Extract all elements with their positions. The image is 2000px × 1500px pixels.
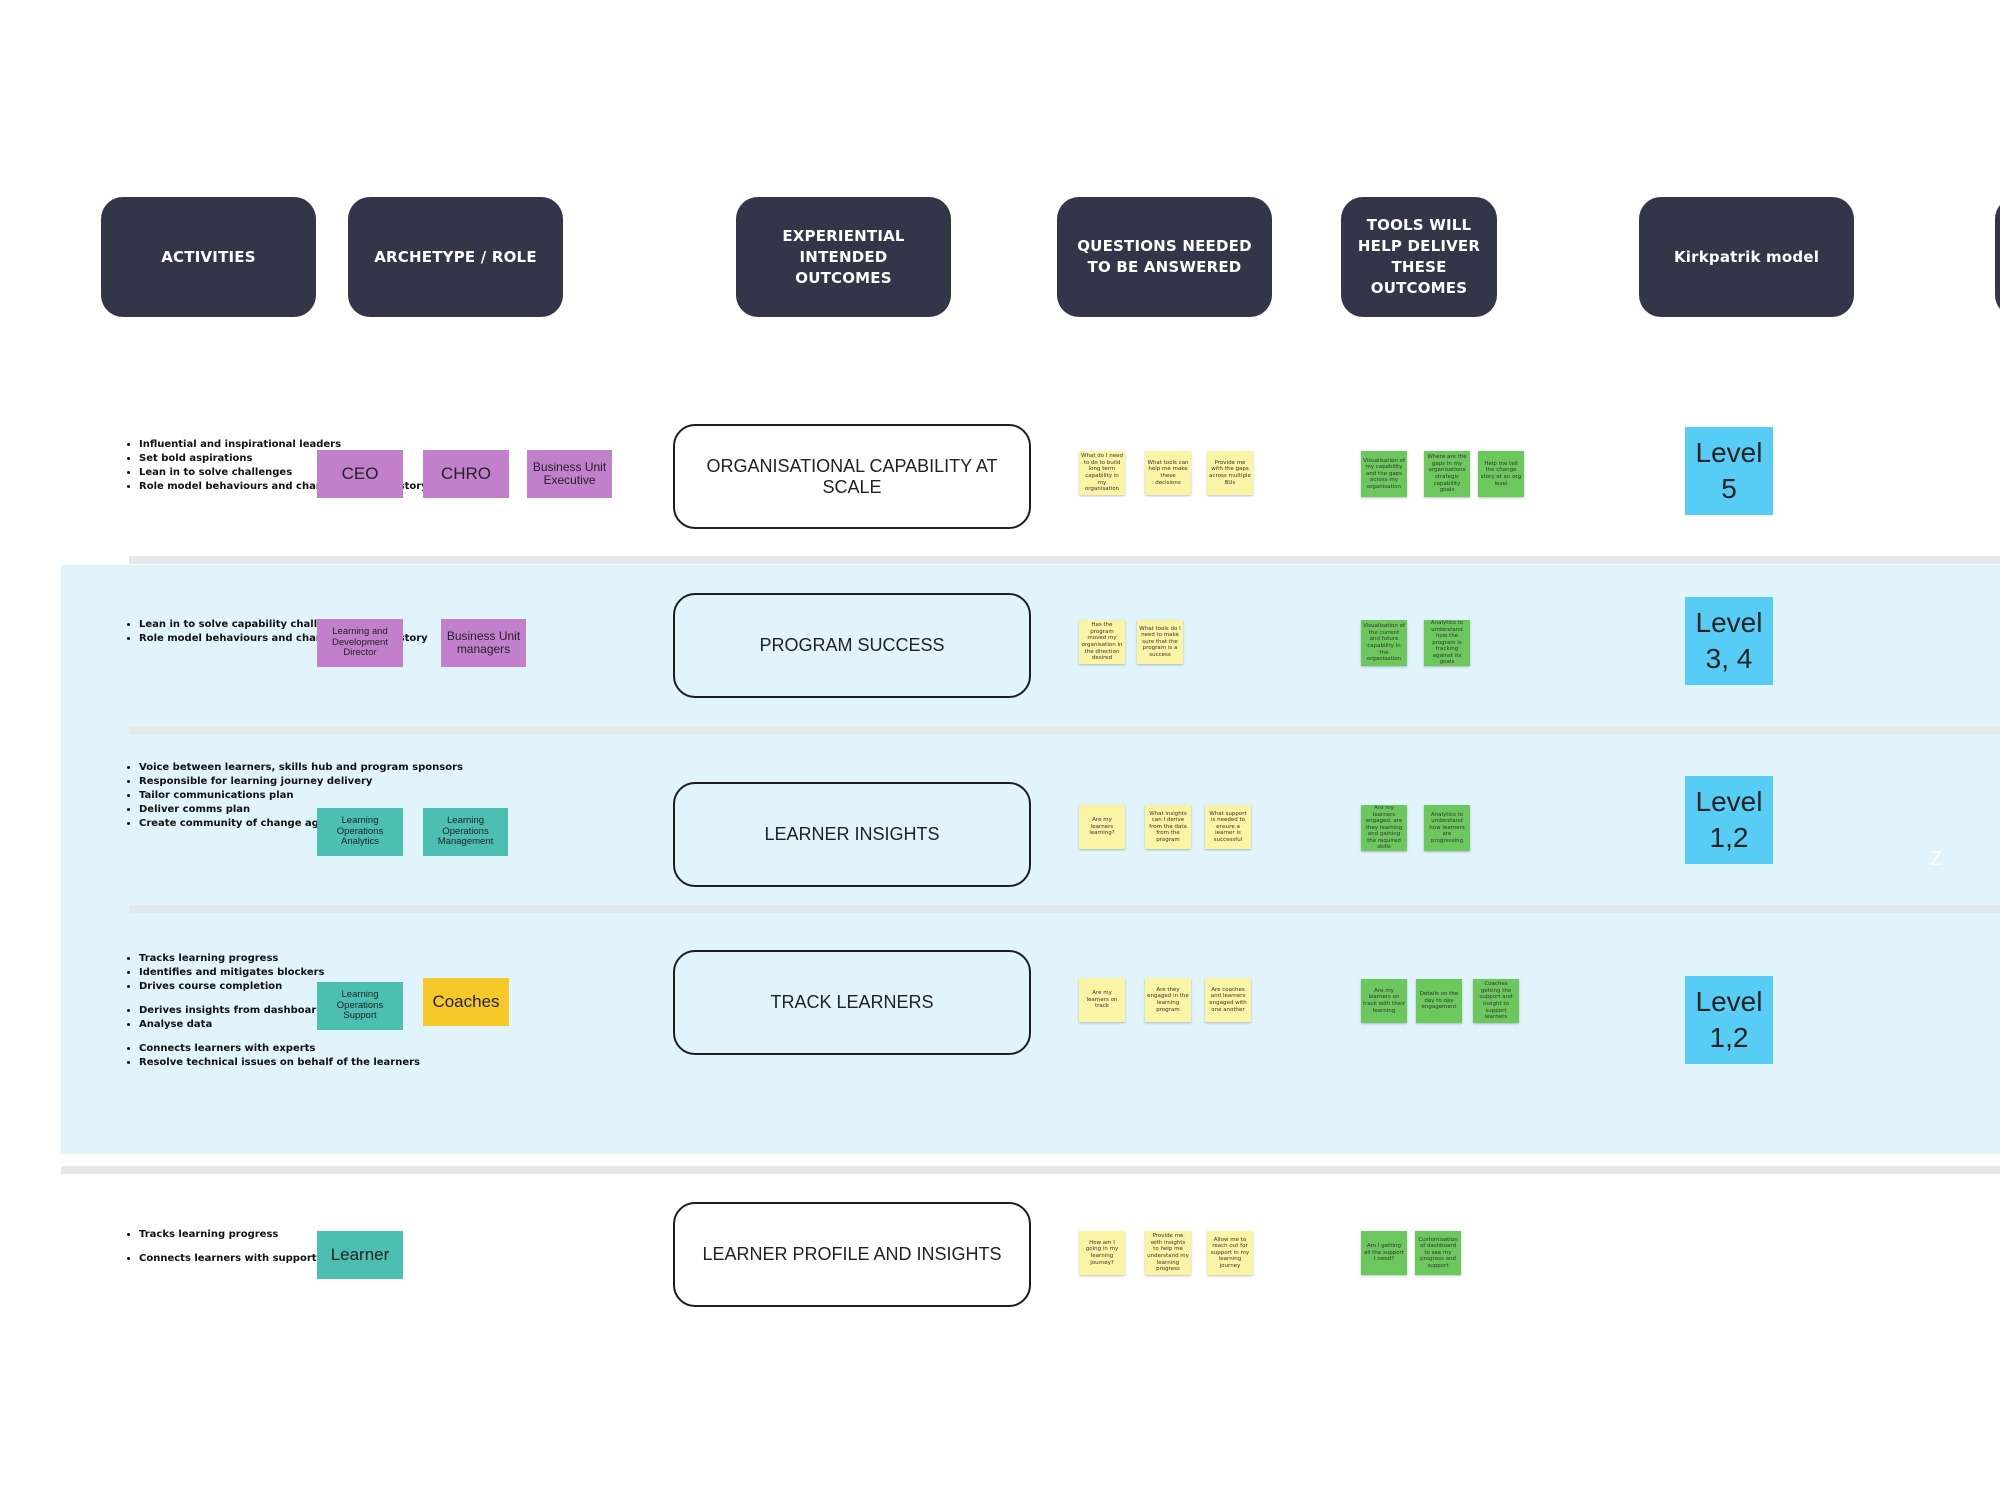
question-note[interactable]: What tools can help me make these decisi… [1145,451,1191,495]
header-label: Kirkpatrik model [1673,247,1820,266]
role-card-chro[interactable]: CHRO [423,450,509,498]
header-kirkpatrik[interactable]: Kirkpatrik model [1639,197,1854,317]
tool-note[interactable]: Coaches getting the support and insight … [1473,979,1519,1023]
question-note[interactable]: Are my learners on track [1079,978,1125,1022]
question-note[interactable]: How am I going in my learning journey? [1079,1231,1125,1275]
header-label: ACTIVITIES [161,247,256,266]
role-card-coaches[interactable]: Coaches [423,978,509,1026]
activities-list: Influential and inspirational leaders Se… [128,438,428,494]
list-item: Analyse data [139,1018,420,1032]
question-note[interactable]: Provide me with the gaps across multiple… [1207,451,1253,495]
header-label: QUESTIONS NEEDED TO BE ANSWERED [1077,237,1252,276]
question-note[interactable]: Has the program moved my organisation in… [1079,620,1125,664]
header-activities[interactable]: ACTIVITIES [101,197,316,317]
question-note[interactable]: What insights can I derive from the data… [1145,805,1191,849]
list-item: Connects learners with experts [139,1042,420,1056]
question-note[interactable]: Are my learners learning? [1079,805,1125,849]
outcome-box[interactable]: LEARNER PROFILE AND INSIGHTS [673,1202,1031,1307]
list-item: Role model behaviours and champion chang… [139,480,428,494]
header-tools[interactable]: TOOLS WILL HELP DELIVER THESE OUTCOMES [1341,197,1497,317]
question-note[interactable]: What do I need to do to build long term … [1079,451,1125,495]
tool-note[interactable]: Are my learners on track with their lear… [1361,979,1407,1023]
header-label: EXPERIENTIAL INTENDED OUTCOMES [782,226,905,287]
list-item: Drives course completion [139,980,420,994]
list-item: Connects learners with support [139,1252,317,1266]
outcome-box[interactable]: PROGRAM SUCCESS [673,593,1031,698]
header-partial[interactable] [1995,197,2000,317]
outcome-box[interactable]: ORGANISATIONAL CAPABILITY AT SCALE [673,424,1031,529]
tool-note[interactable]: Visualisation of the current and future … [1361,620,1407,666]
role-card-learning-operations-support[interactable]: Learning Operations Support [317,982,403,1030]
role-card-learner[interactable]: Learner [317,1231,403,1279]
list-item: Identifies and mitigates blockers [139,966,420,980]
activities-list: Tracks learning progress Identifies and … [128,952,420,1070]
tool-note[interactable]: Help me tell the change story at an org … [1478,451,1524,497]
header-archetype-role[interactable]: ARCHETYPE / ROLE [348,197,563,317]
level-value: 1,2 [1709,1022,1749,1053]
question-note[interactable]: What tools do I need to make sure that t… [1137,620,1183,664]
role-card-learning-operations-management[interactable]: Learning Operations Management [423,808,508,856]
tool-note[interactable]: Where are the gaps in my organisations s… [1424,451,1470,497]
level-badge[interactable]: Level 5 [1685,427,1773,515]
level-label: Level [1695,786,1763,817]
list-item: Set bold aspirations [139,452,428,466]
level-value: 1,2 [1709,822,1749,853]
list-item: Lean in to solve challenges [139,466,428,480]
header-intended-outcomes[interactable]: EXPERIENTIAL INTENDED OUTCOMES [736,197,951,317]
tool-note[interactable]: Are my learners engaged, are they learni… [1361,805,1407,851]
question-note[interactable]: What support is needed to ensure a learn… [1205,805,1251,849]
outcome-box[interactable]: LEARNER INSIGHTS [673,782,1031,887]
list-item: Lean in to solve capability challenges [139,618,428,632]
row-separator [61,1166,2000,1174]
level-badge[interactable]: Level 1,2 [1685,976,1773,1064]
list-item: Influential and inspirational leaders [139,438,428,452]
level-value: 3, 4 [1705,643,1753,674]
level-label: Level [1695,607,1763,638]
tool-note[interactable]: Visualisation of my capability and the g… [1361,451,1407,497]
list-item: Derives insights from dashboard and repo… [139,1004,420,1018]
stray-letter: Z [1930,848,1943,870]
row-separator [129,905,2000,913]
outcome-box[interactable]: TRACK LEARNERS [673,950,1031,1055]
activities-list: Lean in to solve capability challenges R… [128,618,428,646]
list-item: Tailor communications plan [139,789,463,803]
header-label: TOOLS WILL HELP DELIVER THESE OUTCOMES [1357,216,1481,297]
list-item: Tracks learning progress [139,1228,317,1242]
list-item: Tracks learning progress [139,952,420,966]
list-item: Voice between learners, skills hub and p… [139,761,463,775]
level-label: Level [1695,986,1763,1017]
role-card-learning-operations-analytics[interactable]: Learning Operations Analytics [317,808,403,856]
question-note[interactable]: Allow me to reach out for support in my … [1207,1231,1253,1275]
role-card-business-unit-executive[interactable]: Business Unit Executive [527,450,612,498]
list-item: Role model behaviours and champion chang… [139,632,428,646]
tool-note[interactable]: Details on the day to day engagement [1416,979,1462,1023]
header-questions[interactable]: QUESTIONS NEEDED TO BE ANSWERED [1057,197,1272,317]
tool-note[interactable]: Am I getting all the support I need? [1361,1231,1407,1275]
activities-list: Voice between learners, skills hub and p… [128,761,463,831]
role-card-ceo[interactable]: CEO [317,450,403,498]
level-value: 5 [1721,473,1737,504]
list-item: Create community of change agents [139,817,463,831]
row-separator [129,556,2000,564]
list-item: Deliver comms plan [139,803,463,817]
level-badge[interactable]: Level 3, 4 [1685,597,1773,685]
level-badge[interactable]: Level 1,2 [1685,776,1773,864]
role-card-business-unit-managers[interactable]: Business Unit managers [441,619,526,667]
row-separator [129,726,2000,734]
tool-note[interactable]: Analytics to understand how learners are… [1424,805,1470,851]
level-label: Level [1695,437,1763,468]
question-note[interactable]: Provide me with insights to help me unde… [1145,1231,1191,1275]
list-item: Resolve technical issues on behalf of th… [139,1056,420,1070]
question-note[interactable]: Are coaches and learners engaged with on… [1205,978,1251,1022]
list-item: Responsible for learning journey deliver… [139,775,463,789]
tool-note[interactable]: Analytics to understand how the program … [1424,620,1470,666]
role-card-learning-development-director[interactable]: Learning and Development Director [317,619,403,667]
question-note[interactable]: Are they engaged in the learning program [1145,978,1191,1022]
tool-note[interactable]: Customisation of dashboard to see my pro… [1415,1231,1461,1275]
header-label: ARCHETYPE / ROLE [374,247,537,266]
activities-list: Tracks learning progress Connects learne… [128,1228,317,1266]
